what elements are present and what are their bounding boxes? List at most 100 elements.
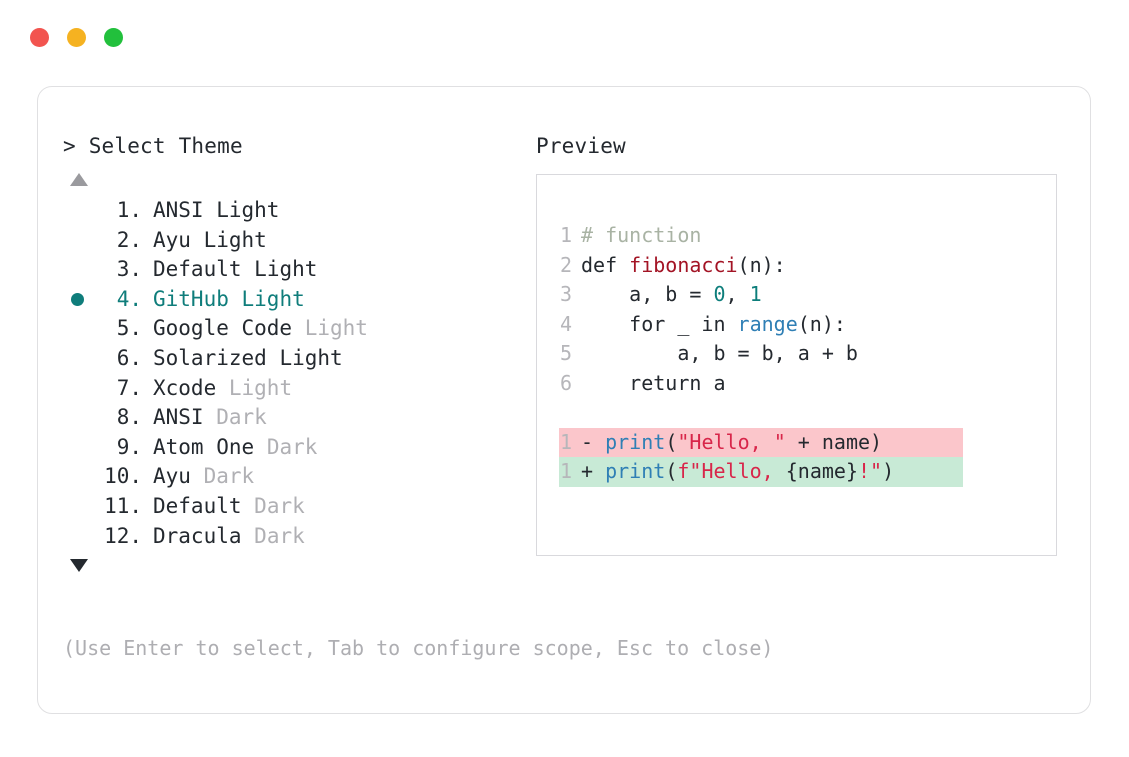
theme-item-index: 11. (104, 493, 142, 518)
theme-item-variant: Dark (254, 493, 305, 518)
code-token-plain: {name} (785, 459, 858, 483)
code-token-num: 1 (749, 282, 762, 306)
prompt-marker: > (63, 134, 76, 158)
code-token-builtin: print (605, 429, 666, 454)
theme-item-index: 3. (116, 257, 142, 282)
code-token-plain: (n): (737, 252, 786, 277)
theme-list-item[interactable]: 4.GitHub Light (63, 285, 533, 315)
theme-list-item[interactable]: 6. Solarized Light (63, 344, 533, 374)
theme-item-index: 7. (116, 375, 142, 400)
theme-item-spacer (242, 492, 255, 522)
close-window-button[interactable] (30, 28, 49, 47)
code-token-builtin: print (605, 459, 666, 483)
maximize-window-button[interactable] (104, 28, 123, 47)
preview-title: Preview (536, 134, 626, 158)
line-number: 6 (559, 370, 572, 395)
theme-item-variant: Light (254, 257, 318, 282)
theme-item-spacer (242, 255, 255, 285)
theme-item-variant: Light (304, 316, 368, 341)
selection-bullet-cell (63, 226, 94, 256)
theme-item-spacer (191, 226, 204, 256)
theme-list-item[interactable]: 8.ANSI Dark (63, 403, 533, 433)
theme-item-variant: Light (279, 345, 343, 370)
code-token-plain: return a (581, 370, 726, 395)
selection-bullet-cell (63, 433, 94, 463)
code-line: 6 return a (559, 369, 1056, 399)
theme-item-spacer (242, 522, 255, 552)
scroll-down-arrow-icon[interactable] (70, 559, 88, 573)
code-token-plain: ( (665, 429, 678, 454)
theme-item-name: Google Code (153, 316, 293, 341)
selection-bullet-cell (63, 492, 94, 522)
theme-item-spacer (216, 374, 229, 404)
theme-item-name: Ayu (153, 464, 191, 489)
theme-item-spacer (191, 462, 204, 492)
selection-bullet-cell (63, 314, 94, 344)
selection-bullet-cell (63, 403, 94, 433)
theme-item-index: 1. (116, 198, 142, 222)
theme-item-variant: Light (228, 375, 293, 400)
line-number: 3 (559, 282, 572, 306)
code-token-plain: ) (882, 459, 895, 483)
line-number: 1 (559, 459, 572, 483)
code-line: 5 a, b = b, a + b (559, 339, 1056, 369)
theme-item-name: ANSI (153, 198, 204, 222)
theme-item-name: ANSI (153, 405, 204, 430)
diff-sign: - (581, 429, 606, 454)
selection-bullet-cell (63, 196, 94, 226)
theme-list-item[interactable]: 10.Ayu Dark (63, 462, 533, 492)
theme-list-item[interactable]: 1. ANSI Light (63, 196, 533, 226)
theme-item-index: 12. (104, 523, 142, 548)
line-number: 5 (559, 341, 572, 365)
code-line: 4 for _ in range(n): (559, 310, 1056, 340)
theme-list-item[interactable]: 11. Default Dark (63, 492, 533, 522)
theme-item-spacer (267, 344, 280, 374)
diff-sign: + (581, 459, 606, 483)
theme-item-spacer (292, 314, 305, 344)
theme-list-item[interactable]: 7.Xcode Light (63, 374, 533, 404)
theme-item-variant: Dark (216, 405, 267, 430)
theme-list-item[interactable]: 5.Google Code Light (63, 314, 533, 344)
minimize-window-button[interactable] (67, 28, 86, 47)
theme-item-name: Default (153, 493, 242, 518)
theme-list-item[interactable]: 3. Default Light (63, 255, 533, 285)
prompt-header: > Select Theme (63, 133, 533, 159)
theme-list-item[interactable]: 2.Ayu Light (63, 226, 533, 256)
theme-item-variant: Light (216, 198, 280, 222)
line-number: 2 (559, 252, 572, 277)
theme-item-variant: Light (203, 227, 267, 252)
window-traffic-lights (30, 28, 123, 47)
line-number: 1 (559, 429, 572, 454)
theme-item-name: Solarized (153, 345, 267, 370)
theme-list-item[interactable]: 9.Atom One Dark (63, 433, 533, 463)
code-line: 3 a, b = 0, 1 (559, 280, 1056, 310)
theme-list-item[interactable]: 12. Dracula Dark (63, 522, 533, 552)
theme-item-index: 10. (104, 464, 142, 489)
keyboard-hint: (Use Enter to select, Tab to configure s… (63, 636, 774, 660)
diff-line-add: 1+ print(f"Hello, {name}!") (559, 457, 963, 487)
theme-item-index: 6. (116, 345, 142, 370)
theme-item-name: Ayu (153, 227, 191, 252)
selection-bullet-cell (63, 374, 94, 404)
theme-item-name: Dracula (153, 523, 242, 548)
code-token-plain: (n): (797, 311, 846, 336)
selection-bullet-cell (63, 462, 94, 492)
theme-item-spacer (204, 196, 217, 226)
theme-item-name: Default (153, 257, 242, 282)
theme-item-spacer (254, 433, 267, 463)
line-number: 1 (559, 223, 572, 247)
selection-bullet-cell (63, 255, 94, 285)
diff-line-del: 1- print("Hello, " + name) (559, 427, 963, 457)
theme-item-variant: Dark (254, 523, 305, 548)
theme-item-name: GitHub (153, 286, 229, 311)
scroll-up-arrow-icon[interactable] (70, 173, 88, 186)
code-token-builtin: range (737, 311, 798, 336)
line-number: 4 (559, 311, 572, 336)
theme-item-spacer (204, 403, 217, 433)
